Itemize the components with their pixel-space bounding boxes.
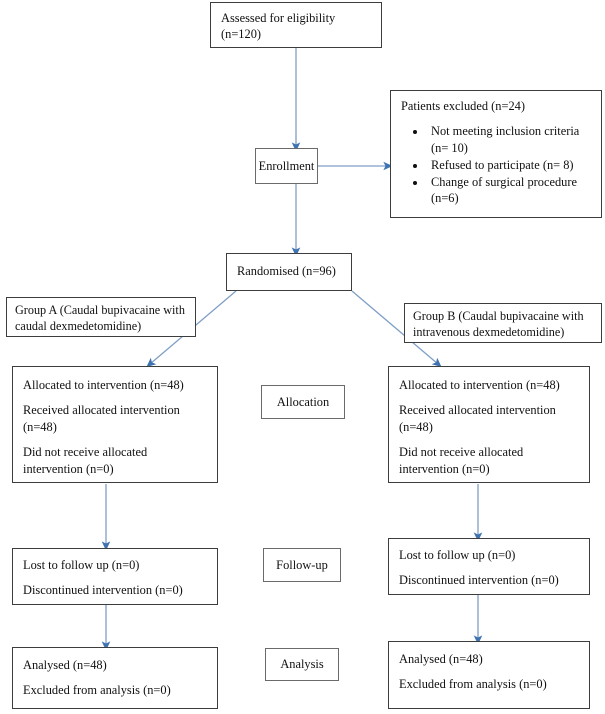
allocation-left-line-2: Received allocated intervention (n=48) xyxy=(23,403,180,434)
list-item: Change of surgical procedure (n=6) xyxy=(427,174,592,206)
followup-label-text: Follow-up xyxy=(276,557,328,572)
analysis-left-line-1: Analysed (n=48) xyxy=(23,658,107,672)
group-b-tag-text: Group B (Caudal bupivacaine with intrave… xyxy=(413,309,584,339)
stage-label-followup: Follow-up xyxy=(263,548,341,582)
node-randomised: Randomised (n=96) xyxy=(226,253,352,291)
followup-right-line-1: Lost to follow up (n=0) xyxy=(399,548,516,562)
node-assessed-for-eligibility: Assessed for eligibility (n=120) xyxy=(210,2,382,48)
allocation-left-line-1: Allocated to intervention (n=48) xyxy=(23,378,184,392)
allocation-left-line-3: Did not receive allocated intervention (… xyxy=(23,445,148,476)
analysis-left-line-2: Excluded from analysis (n=0) xyxy=(23,683,171,698)
randomised-text: Randomised (n=96) xyxy=(237,264,336,278)
allocation-label-text: Allocation xyxy=(276,394,330,409)
allocation-right-line-3: Did not receive allocated intervention (… xyxy=(399,445,524,476)
group-a-tag-text: Group A (Caudal bupivacaine with caudal … xyxy=(15,303,185,333)
followup-left-line-1: Lost to follow up (n=0) xyxy=(23,558,140,572)
excluded-heading: Patients excluded (n=24) xyxy=(401,99,525,113)
assessed-line-2: (n=120) xyxy=(221,27,262,42)
allocation-right-line-1: Allocated to intervention (n=48) xyxy=(399,378,560,392)
enrollment-label-text: Enrollment xyxy=(258,158,315,173)
followup-left-line-2: Discontinued intervention (n=0) xyxy=(23,583,183,598)
followup-right-line-2: Discontinued intervention (n=0) xyxy=(399,573,559,588)
list-item: Not meeting inclusion criteria (n= 10) xyxy=(427,123,592,155)
assessed-line-1: Assessed for eligibility xyxy=(221,11,336,25)
excluded-reason-list: Not meeting inclusion criteria (n= 10) R… xyxy=(401,123,592,206)
analysis-label-text: Analysis xyxy=(280,657,324,672)
node-patients-excluded: Patients excluded (n=24) Not meeting inc… xyxy=(390,90,602,218)
list-item: Refused to participate (n= 8) xyxy=(427,157,592,173)
node-analysis-right: Analysed (n=48) Excluded from analysis (… xyxy=(388,641,590,709)
stage-label-analysis: Analysis xyxy=(265,648,339,681)
node-followup-right: Lost to follow up (n=0) Discontinued int… xyxy=(388,538,590,595)
stage-label-allocation: Allocation xyxy=(261,385,345,419)
node-allocation-right: Allocated to intervention (n=48) Receive… xyxy=(388,366,590,483)
analysis-right-line-2: Excluded from analysis (n=0) xyxy=(399,677,547,692)
node-followup-left: Lost to follow up (n=0) Discontinued int… xyxy=(12,548,218,605)
node-analysis-left: Analysed (n=48) Excluded from analysis (… xyxy=(12,647,218,709)
node-group-b-tag: Group B (Caudal bupivacaine with intrave… xyxy=(404,303,602,343)
allocation-right-line-2: Received allocated intervention (n=48) xyxy=(399,403,556,434)
node-allocation-left: Allocated to intervention (n=48) Receive… xyxy=(12,366,218,483)
node-group-a-tag: Group A (Caudal bupivacaine with caudal … xyxy=(6,297,196,337)
analysis-right-line-1: Analysed (n=48) xyxy=(399,652,483,666)
stage-label-enrollment: Enrollment xyxy=(255,148,318,184)
